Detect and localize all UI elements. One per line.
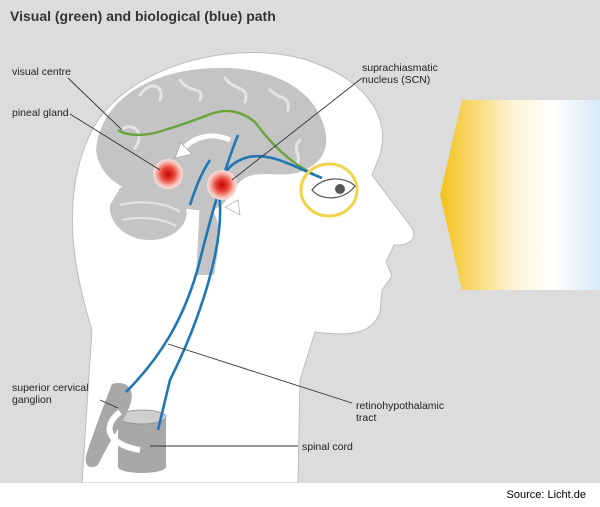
scn-marker bbox=[207, 170, 237, 200]
brain-path-diagram bbox=[67, 52, 600, 483]
diagram-title: Visual (green) and biological (blue) pat… bbox=[10, 8, 276, 24]
label-ganglion: superior cervical ganglion bbox=[12, 382, 89, 406]
label-retinohypothalamic-tract: retinohypothalamic tract bbox=[356, 400, 445, 424]
eye-highlight-ring bbox=[299, 162, 359, 218]
cerebellum bbox=[109, 183, 187, 240]
light-source bbox=[440, 100, 600, 290]
leader-lines bbox=[67, 77, 363, 447]
label-visual-centre: visual centre bbox=[12, 66, 71, 78]
pineal-gland-marker bbox=[153, 159, 183, 189]
signal-arrows bbox=[174, 133, 302, 220]
label-pineal-gland: pineal gland bbox=[12, 107, 69, 119]
ganglion-connection bbox=[106, 409, 141, 453]
spinal-cord-shape bbox=[117, 409, 167, 473]
label-spinal-cord: spinal cord bbox=[302, 441, 353, 453]
label-scn: suprachiasmatic nucleus (SCN) bbox=[362, 62, 438, 86]
cerebellum-folds bbox=[119, 201, 181, 227]
eye-pupil bbox=[335, 184, 345, 194]
eye bbox=[311, 178, 356, 199]
source-credit: Source: Licht.de bbox=[506, 489, 587, 501]
